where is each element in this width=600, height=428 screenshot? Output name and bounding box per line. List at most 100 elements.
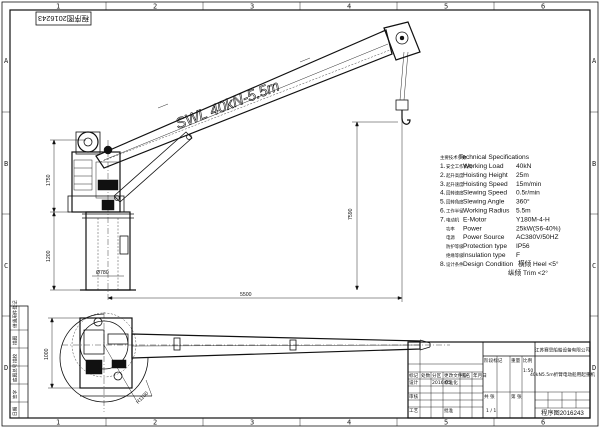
spec-value: 纵倾 Trim <2° <box>508 268 548 277</box>
spec-title: Technical Specifications <box>459 154 530 161</box>
row-letter: D <box>592 364 596 372</box>
spec-number: 3. <box>440 181 446 188</box>
spec-label-cn: 工作半径 <box>446 208 464 215</box>
spec-value: 0.5r/min <box>516 190 540 197</box>
tb-label: 分区 <box>432 372 442 379</box>
spec-value: AC380V/50HZ <box>516 234 559 241</box>
spec-value: F <box>516 252 520 259</box>
spec-value: IP56 <box>516 243 530 250</box>
spec-title-cn: 主要技术参数 <box>440 154 467 161</box>
tb-label: 更改文件号 <box>444 372 467 379</box>
column-number: 3 <box>250 419 254 427</box>
column-number: 4 <box>347 3 351 11</box>
column-number: 1 <box>56 3 60 11</box>
spec-label-cn: 安全工作负荷 <box>446 163 473 170</box>
spec-label: Slewing Angle <box>463 199 505 206</box>
column-number: 6 <box>541 419 545 427</box>
plan-view: 1000 R1100 <box>44 312 450 412</box>
dim-pedestal-upper: 1750 <box>46 174 52 186</box>
left-strip-label: 描图 <box>12 335 19 345</box>
spec-value: 40kN <box>516 163 532 170</box>
main-boom <box>95 29 393 169</box>
tb-label: 标准化 <box>444 379 458 386</box>
plan-housing <box>79 317 133 389</box>
tb-product: 40kN5.5m折臂电动船用起重机 <box>530 371 595 378</box>
row-letter: A <box>4 57 9 65</box>
tb-label: 重量 <box>511 357 521 364</box>
tb-label: 阶段标记 <box>484 357 503 364</box>
boom-label: SWL 40kN-5.5m <box>173 78 282 133</box>
tb-drawing-no: 程序图2016243 <box>541 409 584 417</box>
spec-number: 4. <box>440 190 446 197</box>
dim-jib-height: 7590 <box>348 208 354 220</box>
spec-label-cn: 防护等级 <box>446 243 464 250</box>
spec-number: 6. <box>440 208 446 215</box>
column-number: 2 <box>153 3 157 11</box>
tb-label: 处数 <box>421 372 431 379</box>
drawing-number-label: 程序图2016243 <box>38 14 89 23</box>
spec-label-cn: 设计条件 <box>446 261 464 268</box>
left-strip-label: 日期 <box>13 406 19 416</box>
title-block: 标记 处数 分区 更改文件号 签名 年月日 设计 标准化 审核 工艺 批准 20… <box>407 341 595 419</box>
column-number: 1 <box>56 419 60 427</box>
column-number: 5 <box>444 419 448 427</box>
spec-value: Y180M-4-H <box>516 216 550 223</box>
column-number: 5 <box>444 3 448 11</box>
spec-number: 8. <box>440 261 446 268</box>
elevation-view: SWL 40kN-5.5m 1750 1200 7590 5500 Ø780 <box>46 21 421 302</box>
hook <box>401 110 411 125</box>
spec-label: Working Radius <box>463 208 510 215</box>
left-strip-label: 签字 <box>12 389 19 399</box>
dim-radius: 5500 <box>240 292 252 298</box>
tb-label: 标记 <box>409 372 419 379</box>
column-number: 3 <box>250 3 254 11</box>
spec-label-cn: 绝缘等级 <box>446 252 464 259</box>
dim-base-diameter: Ø780 <box>96 270 109 276</box>
slewing-circle <box>59 313 149 403</box>
hoist-drum <box>77 131 99 153</box>
column-number: 6 <box>541 3 545 11</box>
spec-label: Insulation type <box>463 252 506 259</box>
spec-label-cn: 回转角度 <box>446 199 464 206</box>
spec-label: Design Condition <box>463 261 514 268</box>
jib-head <box>383 21 421 61</box>
spec-label: Slewing Speed <box>463 190 507 197</box>
row-letter: C <box>592 262 596 270</box>
tb-label: 第 张 <box>511 393 522 400</box>
spec-number: 5. <box>440 199 446 206</box>
tb-revision: 2016.05 <box>432 380 451 386</box>
tb-label: 批准 <box>444 407 454 414</box>
spec-number: 1. <box>440 163 446 170</box>
spec-label-cn: 起升高度 <box>446 172 464 179</box>
spec-label: Hoisting Speed <box>463 181 508 188</box>
left-strip-label: 描校 <box>12 353 19 363</box>
spec-label-cn: 回转速度 <box>446 190 464 197</box>
left-strip-label: 底图总号 <box>12 363 19 382</box>
spec-label: Power Source <box>463 234 505 241</box>
tb-label: 比例 <box>523 357 533 364</box>
spec-value: 360° <box>516 198 530 206</box>
tb-label: 签名 <box>461 372 470 379</box>
spec-label-cn: 起升速度 <box>446 181 464 188</box>
spec-label: E-Motor <box>463 216 487 223</box>
dim-plan-arc: R1100 <box>135 391 150 406</box>
tb-label: 审核 <box>409 393 419 400</box>
left-strip-label: 借通用件登记 <box>12 300 19 328</box>
column-number: 4 <box>347 419 351 427</box>
tb-scale: 1:50 <box>523 368 533 374</box>
spec-label: Working Load <box>463 163 504 170</box>
tb-label: 工艺 <box>409 408 419 414</box>
row-letter: A <box>592 57 597 65</box>
dim-plan-width: 1000 <box>44 348 50 360</box>
spec-value: 25kW(S6-40%) <box>516 225 561 232</box>
row-letter: B <box>592 160 596 168</box>
row-letter: D <box>4 364 8 372</box>
spec-value: 15m/min <box>516 181 542 188</box>
left-strip: 借通用件登记 描图 描校 底图总号 签字 日期 <box>9 300 29 419</box>
spec-label: Power <box>463 225 482 232</box>
spec-label: Protection type <box>463 243 507 250</box>
spec-value: 横倾 Heel <5° <box>518 259 559 268</box>
tb-sheet: 1 / 1 <box>486 408 496 414</box>
